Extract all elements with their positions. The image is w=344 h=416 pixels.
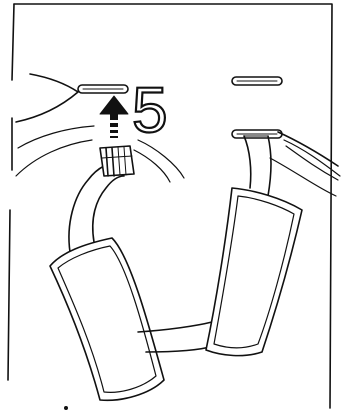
right-shoulder-pad bbox=[206, 188, 302, 356]
seat-curve bbox=[16, 74, 78, 122]
strap-buckle bbox=[100, 146, 134, 176]
left-upper-slot bbox=[78, 85, 128, 93]
bottom-mark bbox=[64, 406, 68, 410]
left-shoulder-pad bbox=[50, 238, 164, 400]
left-strap bbox=[69, 166, 124, 252]
surface-contours bbox=[16, 126, 340, 196]
up-arrow-icon bbox=[100, 96, 128, 138]
step-number: 5 bbox=[132, 78, 168, 142]
right-lower-slot bbox=[232, 130, 282, 138]
right-upper-slot bbox=[232, 77, 282, 85]
